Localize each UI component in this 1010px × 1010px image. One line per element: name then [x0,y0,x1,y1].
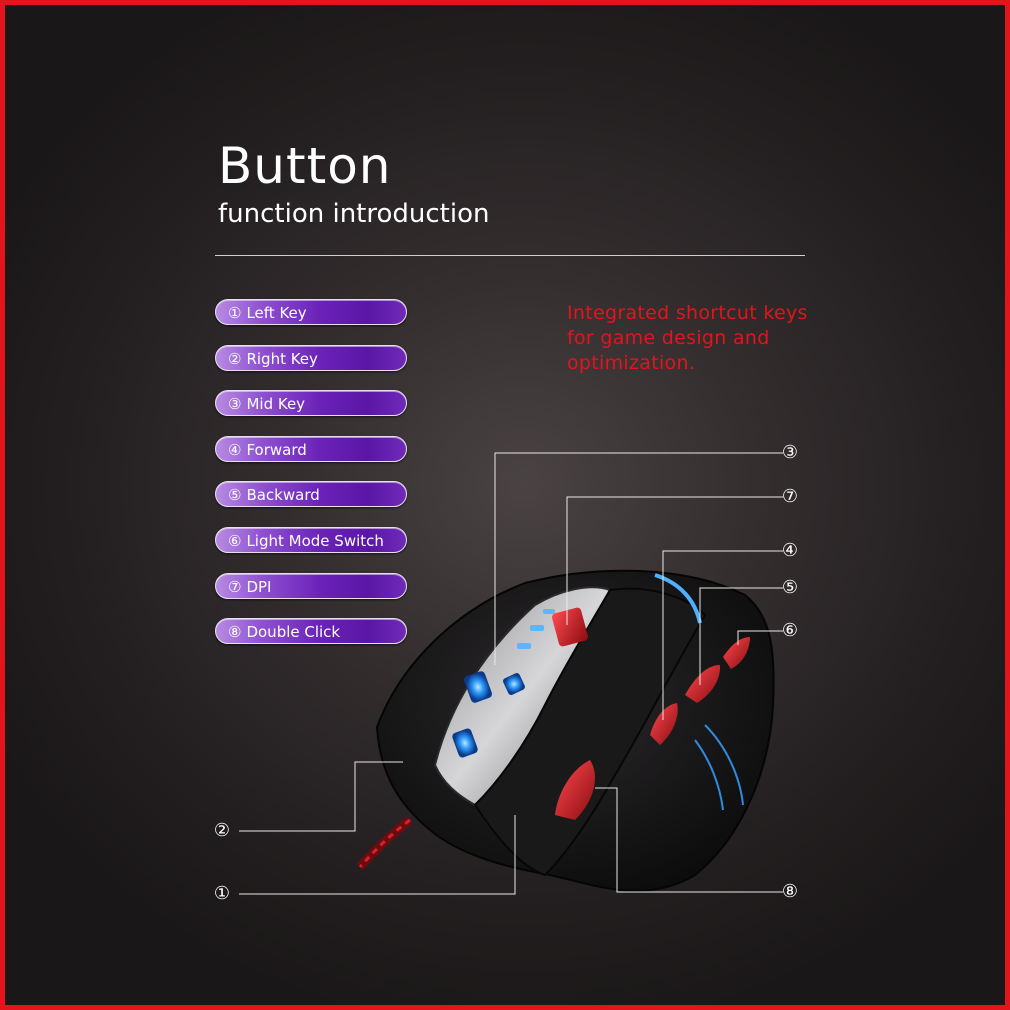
legend-label: Left Key [246,304,307,322]
legend-number: ⑥ [228,531,242,550]
legend-label: Mid Key [246,395,306,414]
legend-number: ② [228,349,242,368]
callout-3: ③ [781,442,799,463]
callout-2: ② [213,820,231,841]
callout-6: ⑥ [781,620,799,641]
legend-label: Forward [246,440,307,459]
legend-label: Backward [246,486,320,505]
callout-1: ① [213,883,231,904]
legend-label: Double Click [246,623,341,642]
legend-number: ① [228,304,242,322]
callout-8: ⑧ [781,881,799,902]
divider-line [215,255,805,256]
legend-number: ⑦ [228,577,242,596]
left-key [473,587,707,877]
legend-number: ⑧ [228,623,242,642]
legend-label: Right Key [246,349,318,368]
dpi-button [552,607,588,647]
legend-number: ⑤ [228,486,242,505]
mouse-cable [356,816,413,870]
page-title: Button [218,137,392,195]
page-subtitle: function introduction [218,199,490,229]
callout-5: ⑤ [781,577,799,598]
blue-led-strip [452,573,744,811]
legend-label: Light Mode Switch [246,531,384,550]
gaming-mouse-illustration [239,452,783,895]
callout-7: ⑦ [781,486,799,507]
legend-number: ④ [228,440,242,459]
callout-lines [239,452,783,895]
side-buttons [555,637,750,820]
legend-number: ③ [228,395,242,414]
callout-4: ④ [781,540,799,561]
feature-note: Integrated shortcut keys for game design… [567,302,808,374]
legend-label: DPI [246,577,272,596]
